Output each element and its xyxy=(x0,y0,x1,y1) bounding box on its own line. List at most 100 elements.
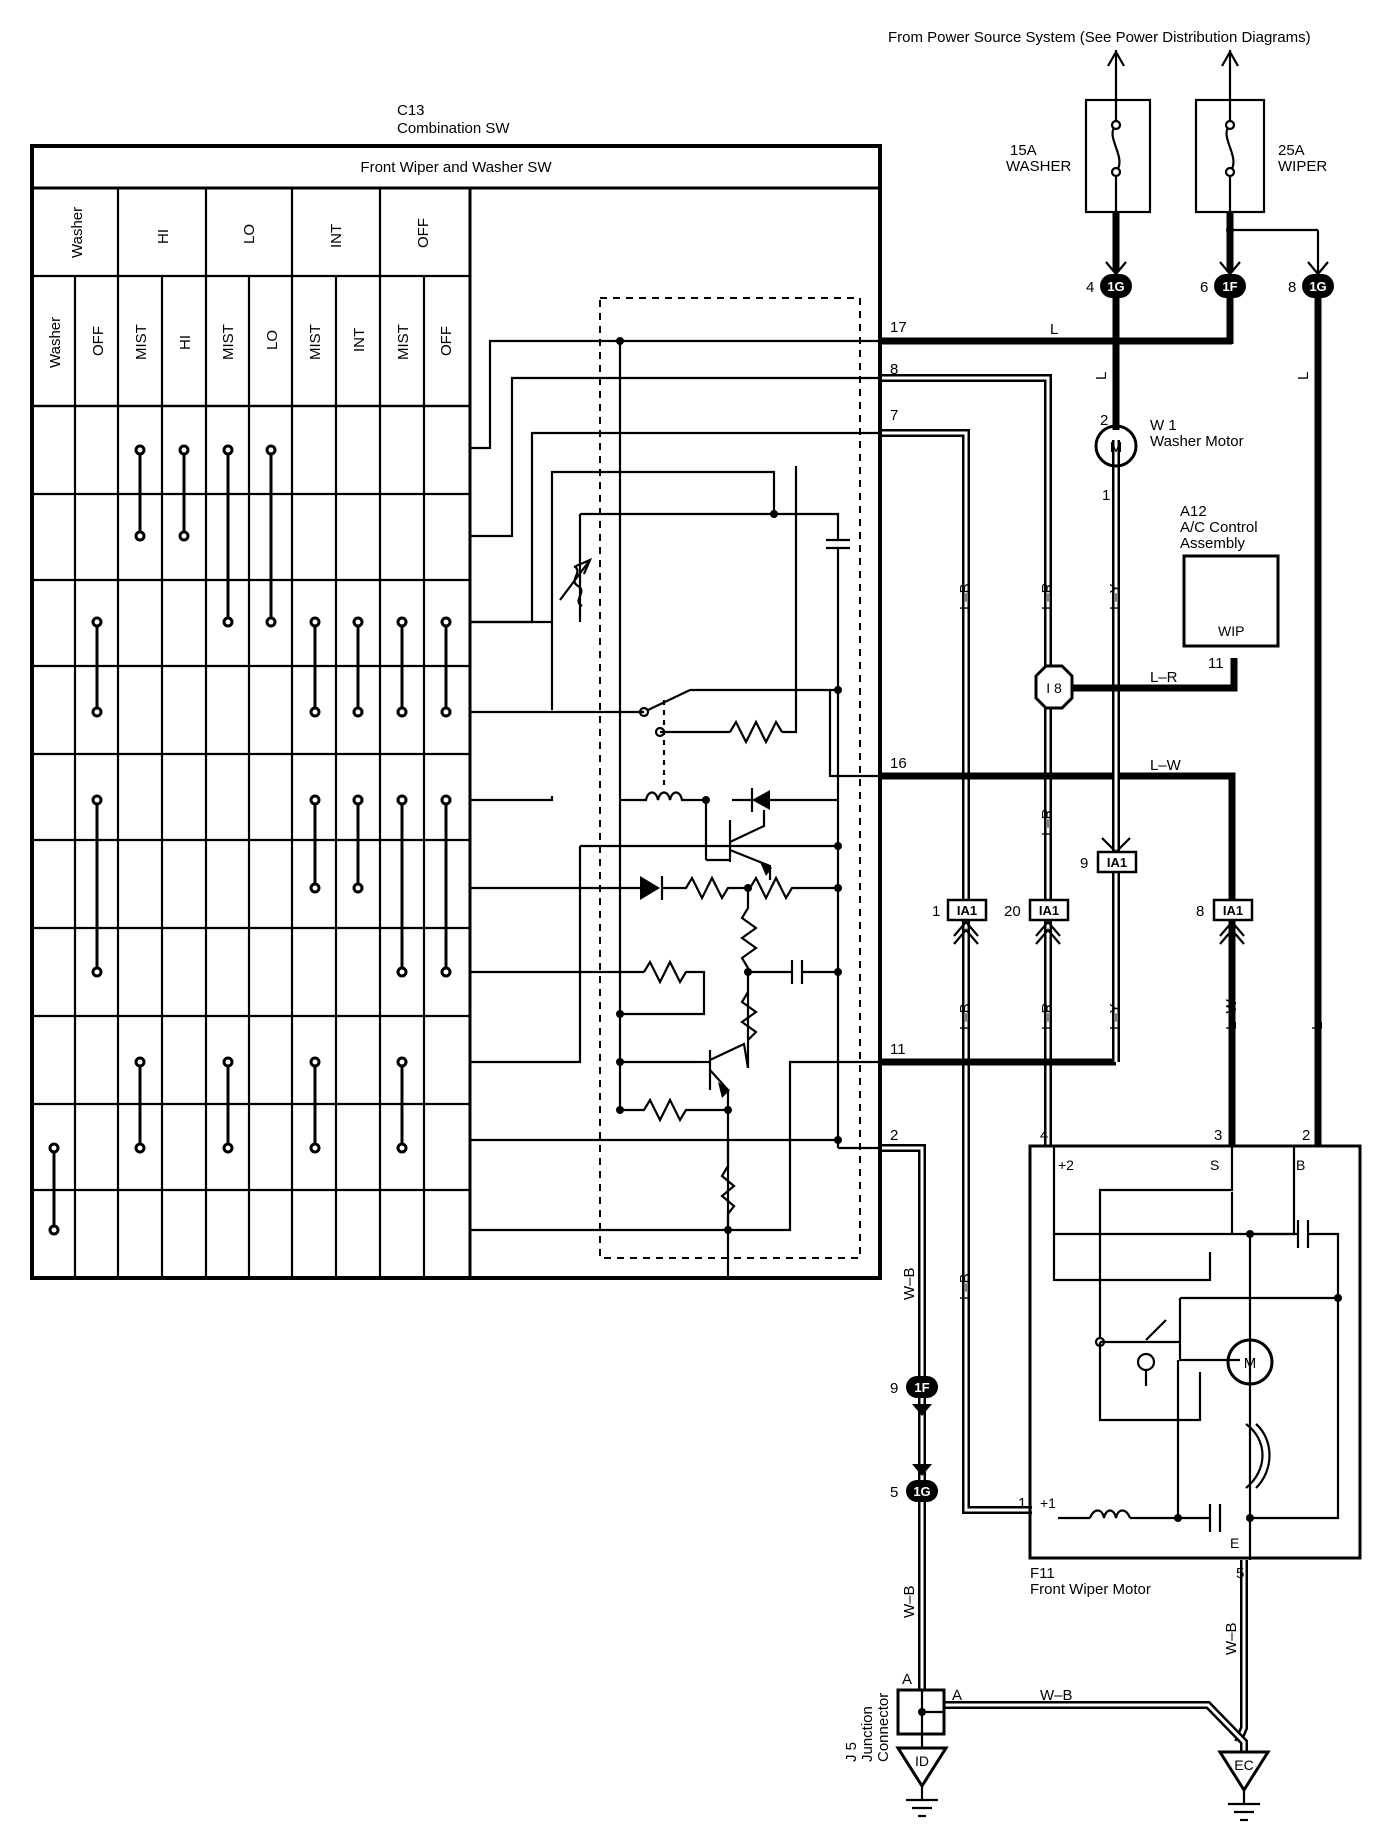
svg-text:M: M xyxy=(1244,1355,1257,1372)
svg-text:5: 5 xyxy=(890,1484,898,1501)
combination-switch: C13 Combination SW Front Wiper and Washe… xyxy=(30,102,907,1280)
switch-contact-link xyxy=(440,616,452,718)
svg-text:OFF: OFF xyxy=(438,326,455,356)
svg-text:L–Y: L–Y xyxy=(1107,583,1124,610)
svg-text:4: 4 xyxy=(1040,1127,1048,1144)
washer-motor-name: Washer Motor xyxy=(1150,433,1244,450)
svg-text:OFF: OFF xyxy=(90,326,107,356)
switch-contact-link xyxy=(134,1056,146,1154)
ground-ec: EC xyxy=(1217,1750,1271,1822)
svg-text:HI: HI xyxy=(155,229,172,244)
switch-contact-link xyxy=(48,1142,60,1236)
svg-text:MIST: MIST xyxy=(395,324,412,360)
svg-text:W–B: W–B xyxy=(901,1267,918,1300)
svg-text:IA1: IA1 xyxy=(1039,903,1059,918)
svg-text:+2: +2 xyxy=(1058,1157,1074,1173)
svg-text:L–B: L–B xyxy=(957,1273,974,1300)
svg-text:L: L xyxy=(1093,372,1110,380)
switch-contact-link xyxy=(440,794,452,978)
wiper-motor-code: F11 xyxy=(1030,1565,1055,1582)
svg-text:IA1: IA1 xyxy=(1223,903,1243,918)
wiper-motor-name: Front Wiper Motor xyxy=(1030,1581,1151,1598)
svg-text:17: 17 xyxy=(890,319,907,336)
connector-ia1-1: IA1 1 xyxy=(932,898,988,945)
switch-name: Combination SW xyxy=(397,120,510,137)
svg-text:L–Y: L–Y xyxy=(1107,1003,1124,1030)
svg-text:L–B: L–B xyxy=(957,583,974,610)
svg-text:MIST: MIST xyxy=(220,324,237,360)
svg-text:Washer: Washer xyxy=(47,317,64,368)
svg-text:2: 2 xyxy=(890,1127,898,1144)
washer-fuse-amp: 15A xyxy=(1010,142,1037,159)
washer-motor-code: W 1 xyxy=(1150,417,1177,434)
svg-text:L–R: L–R xyxy=(1039,1002,1056,1030)
svg-text:9: 9 xyxy=(890,1380,898,1397)
svg-text:3: 3 xyxy=(1214,1127,1222,1144)
svg-text:A: A xyxy=(952,1687,962,1704)
power-source-label: From Power Source System (See Power Dist… xyxy=(888,29,1311,46)
svg-text:EC: EC xyxy=(1234,1757,1253,1773)
ac-control-assembly: WIP A12 A/C Control Assembly 11 xyxy=(1180,503,1280,672)
switch-contact-link xyxy=(396,794,408,978)
svg-text:L–R: L–R xyxy=(1039,582,1056,610)
connector-1f-6: 1F 6 xyxy=(1200,261,1246,298)
switch-contact-link xyxy=(265,444,277,628)
svg-text:4: 4 xyxy=(1086,279,1094,296)
switch-contact-link xyxy=(91,616,103,718)
connector-i8: I 8 xyxy=(1034,664,1074,710)
switch-contact-link xyxy=(222,444,234,628)
switch-contact-link xyxy=(396,1056,408,1154)
svg-text:ID: ID xyxy=(915,1753,929,1769)
switch-contact-link xyxy=(178,444,190,542)
svg-text:Junction: Junction xyxy=(859,1706,876,1762)
svg-text:1G: 1G xyxy=(1309,279,1326,294)
svg-text:1: 1 xyxy=(932,903,940,920)
svg-text:1F: 1F xyxy=(914,1380,929,1395)
washer-fuse-name: WASHER xyxy=(1006,158,1071,175)
svg-text:L–R: L–R xyxy=(1150,669,1178,686)
svg-text:1F: 1F xyxy=(1222,279,1237,294)
svg-text:1: 1 xyxy=(1018,1495,1026,1512)
svg-text:1G: 1G xyxy=(1107,279,1124,294)
connector-1g-5: 1G 5 xyxy=(890,1464,938,1502)
switch-contact-link xyxy=(309,616,321,718)
svg-text:IA1: IA1 xyxy=(1107,855,1127,870)
svg-text:2: 2 xyxy=(1100,412,1108,429)
washer-fuse: 15A WASHER xyxy=(1006,49,1152,272)
power-wires: L L L xyxy=(880,298,1322,1146)
svg-text:L–B: L–B xyxy=(957,1003,974,1030)
connector-1g-4: 1G 4 xyxy=(1086,261,1132,298)
svg-text:L: L xyxy=(1050,321,1058,338)
svg-text:HI: HI xyxy=(177,335,194,350)
svg-text:6: 6 xyxy=(1200,279,1208,296)
svg-text:L–W: L–W xyxy=(1150,757,1182,774)
svg-text:S: S xyxy=(1210,1157,1219,1173)
connector-1g-8: 1G 8 xyxy=(1288,261,1334,298)
switch-contact-link xyxy=(309,1056,321,1154)
svg-text:A/C Control: A/C Control xyxy=(1180,519,1258,536)
connector-ia1-8: IA1 8 xyxy=(1196,898,1254,945)
svg-text:J 5: J 5 xyxy=(843,1742,860,1762)
svg-text:INT: INT xyxy=(351,328,368,352)
svg-text:11: 11 xyxy=(890,1041,906,1058)
switch-output-wires: L–B L–R L–Y L–R L–W L–R L–B L–R L–Y L–W … xyxy=(880,374,1326,1780)
switch-contact-link xyxy=(91,794,103,978)
switch-contact-link xyxy=(352,616,364,718)
svg-text:16: 16 xyxy=(890,755,907,772)
svg-text:IA1: IA1 xyxy=(957,903,977,918)
svg-text:OFF: OFF xyxy=(415,218,432,248)
svg-text:Connector: Connector xyxy=(875,1693,892,1762)
wiper-fuse-name: WIPER xyxy=(1278,158,1327,175)
wiper-fuse: 25A WIPER xyxy=(1194,49,1327,272)
svg-text:MIST: MIST xyxy=(133,324,150,360)
switch-contact-link xyxy=(396,616,408,718)
svg-text:M: M xyxy=(1110,439,1123,456)
svg-text:INT: INT xyxy=(328,224,345,248)
svg-text:W–B: W–B xyxy=(901,1585,918,1618)
svg-text:8: 8 xyxy=(1288,279,1296,296)
svg-text:7: 7 xyxy=(890,407,898,424)
svg-text:+1: +1 xyxy=(1040,1495,1056,1511)
switch-contact-link xyxy=(309,794,321,894)
svg-text:11: 11 xyxy=(1208,655,1224,672)
